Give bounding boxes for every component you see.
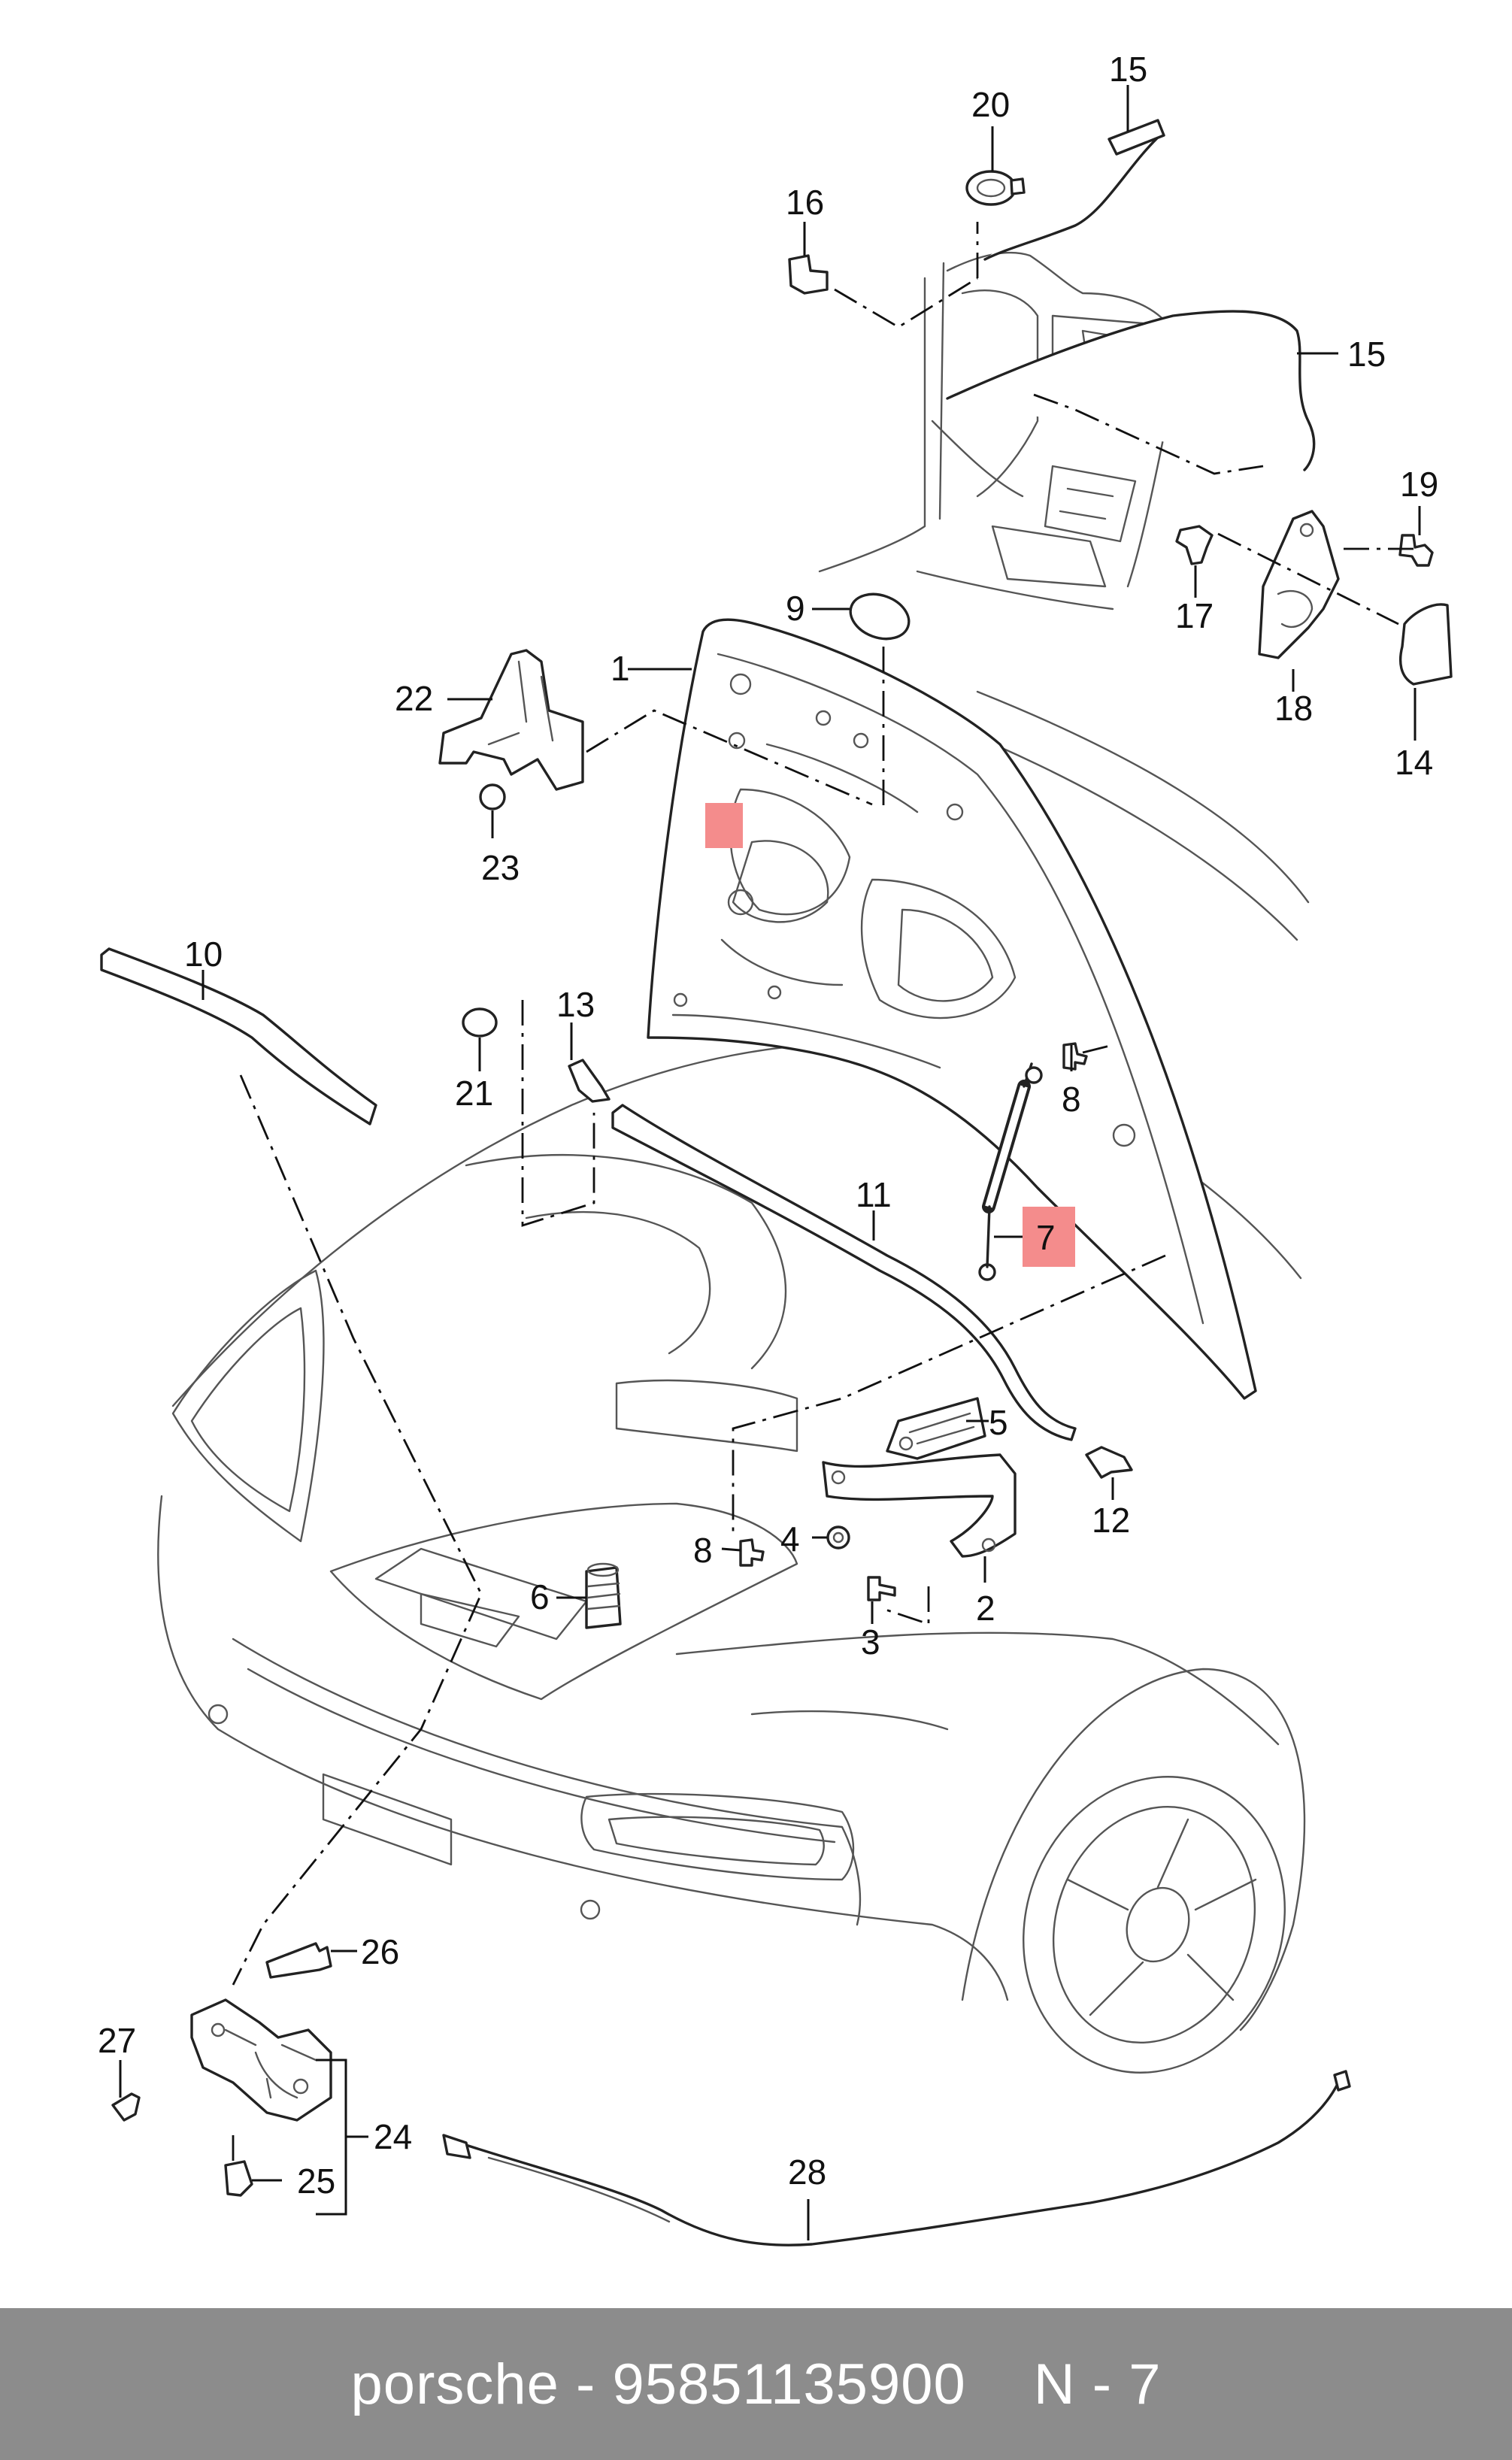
grommet-part-9 — [849, 592, 911, 641]
callout-5: 5 — [989, 1403, 1008, 1442]
leader-lines — [119, 85, 1421, 2240]
callout-21: 21 — [455, 1074, 493, 1113]
callout-19: 19 — [1400, 465, 1438, 504]
bolt-part-27 — [111, 2092, 141, 2122]
cable-part-15-upper — [983, 119, 1165, 261]
clip-part-17 — [1175, 525, 1214, 565]
hinge-part-5 — [886, 1397, 986, 1460]
callout-26: 26 — [361, 1932, 399, 1971]
callout-25: 25 — [297, 2162, 335, 2201]
seal-part-10 — [100, 947, 377, 1125]
callout-17: 17 — [1175, 596, 1214, 635]
callout-14: 14 — [1395, 743, 1433, 782]
latch-part-24 — [190, 1998, 332, 2122]
part-number-caption: porsche - 95851135900 — [350, 2352, 966, 2416]
callout-27: 27 — [98, 2021, 136, 2060]
callout-2: 2 — [976, 1589, 995, 1628]
callout-3: 3 — [861, 1622, 880, 1662]
hinge-part-2 — [822, 1453, 1017, 1558]
callout-8-lower: 8 — [693, 1531, 713, 1570]
grommet-part-20 — [965, 170, 1026, 206]
highlight-marker-bonnet — [705, 803, 743, 848]
callout-7: 7 — [1036, 1218, 1056, 1257]
clip-part-13 — [568, 1059, 611, 1103]
callout-22: 22 — [395, 679, 433, 718]
fasteners — [462, 1007, 1133, 1629]
clip-part-16 — [788, 254, 829, 295]
callout-24: 24 — [374, 2117, 412, 2156]
clip-part-12 — [1085, 1446, 1133, 1479]
callout-8-upper: 8 — [1062, 1080, 1081, 1119]
gas-strut-part-7 — [978, 1062, 1043, 1281]
cover-part-14 — [1399, 603, 1453, 686]
parts-diagram: 1 2 3 4 5 6 7 8 8 9 10 11 12 13 14 15 15… — [98, 50, 1453, 2246]
callout-1: 1 — [611, 649, 630, 688]
latch-release-part-18 — [1258, 510, 1340, 659]
callout-10: 10 — [184, 935, 223, 974]
callout-15-upper: 15 — [1109, 50, 1147, 89]
seal-part-11 — [611, 1104, 1077, 1441]
callout-18: 18 — [1274, 689, 1313, 728]
callout-16: 16 — [786, 183, 824, 222]
inner-fender-drawing — [818, 251, 1174, 610]
callout-13: 13 — [556, 985, 595, 1024]
sensor-part-25 — [224, 2160, 253, 2197]
callout-6: 6 — [530, 1577, 550, 1616]
callout-11: 11 — [856, 1175, 892, 1214]
cable-part-15-lower — [946, 310, 1316, 471]
callout-labels: 1 2 3 4 5 6 7 8 8 9 10 11 12 13 14 15 15… — [98, 50, 1438, 2201]
callout-12: 12 — [1092, 1501, 1130, 1540]
callout-15-lower: 15 — [1347, 335, 1386, 374]
highlight-marker-strut — [1023, 1207, 1075, 1267]
bolt-part-8-lower — [739, 1538, 765, 1567]
buffer-part-6 — [585, 1566, 622, 1629]
bolt-part-19 — [1398, 534, 1434, 567]
nut-part-23 — [479, 783, 506, 810]
bonnet-part-1 — [647, 618, 1257, 1400]
bolt-part-26 — [265, 1942, 332, 1979]
callout-28: 28 — [788, 2152, 826, 2192]
plug-part-21 — [462, 1007, 498, 1038]
bolt-part-8-upper — [1062, 1042, 1088, 1071]
reference-lines — [232, 222, 1414, 2162]
cable-part-28 — [442, 2070, 1351, 2246]
callout-23: 23 — [481, 848, 520, 887]
bolt-part-3 — [867, 1576, 896, 1601]
callout-4: 4 — [780, 1519, 800, 1559]
caption-bar: porsche - 95851135900 N - 7 — [0, 2308, 1512, 2460]
diagram-reference: N - 7 — [1033, 2352, 1162, 2416]
callout-9: 9 — [786, 589, 805, 628]
nut-part-4 — [826, 1525, 850, 1550]
callout-20: 20 — [971, 85, 1010, 124]
bracket-part-22 — [438, 649, 584, 791]
